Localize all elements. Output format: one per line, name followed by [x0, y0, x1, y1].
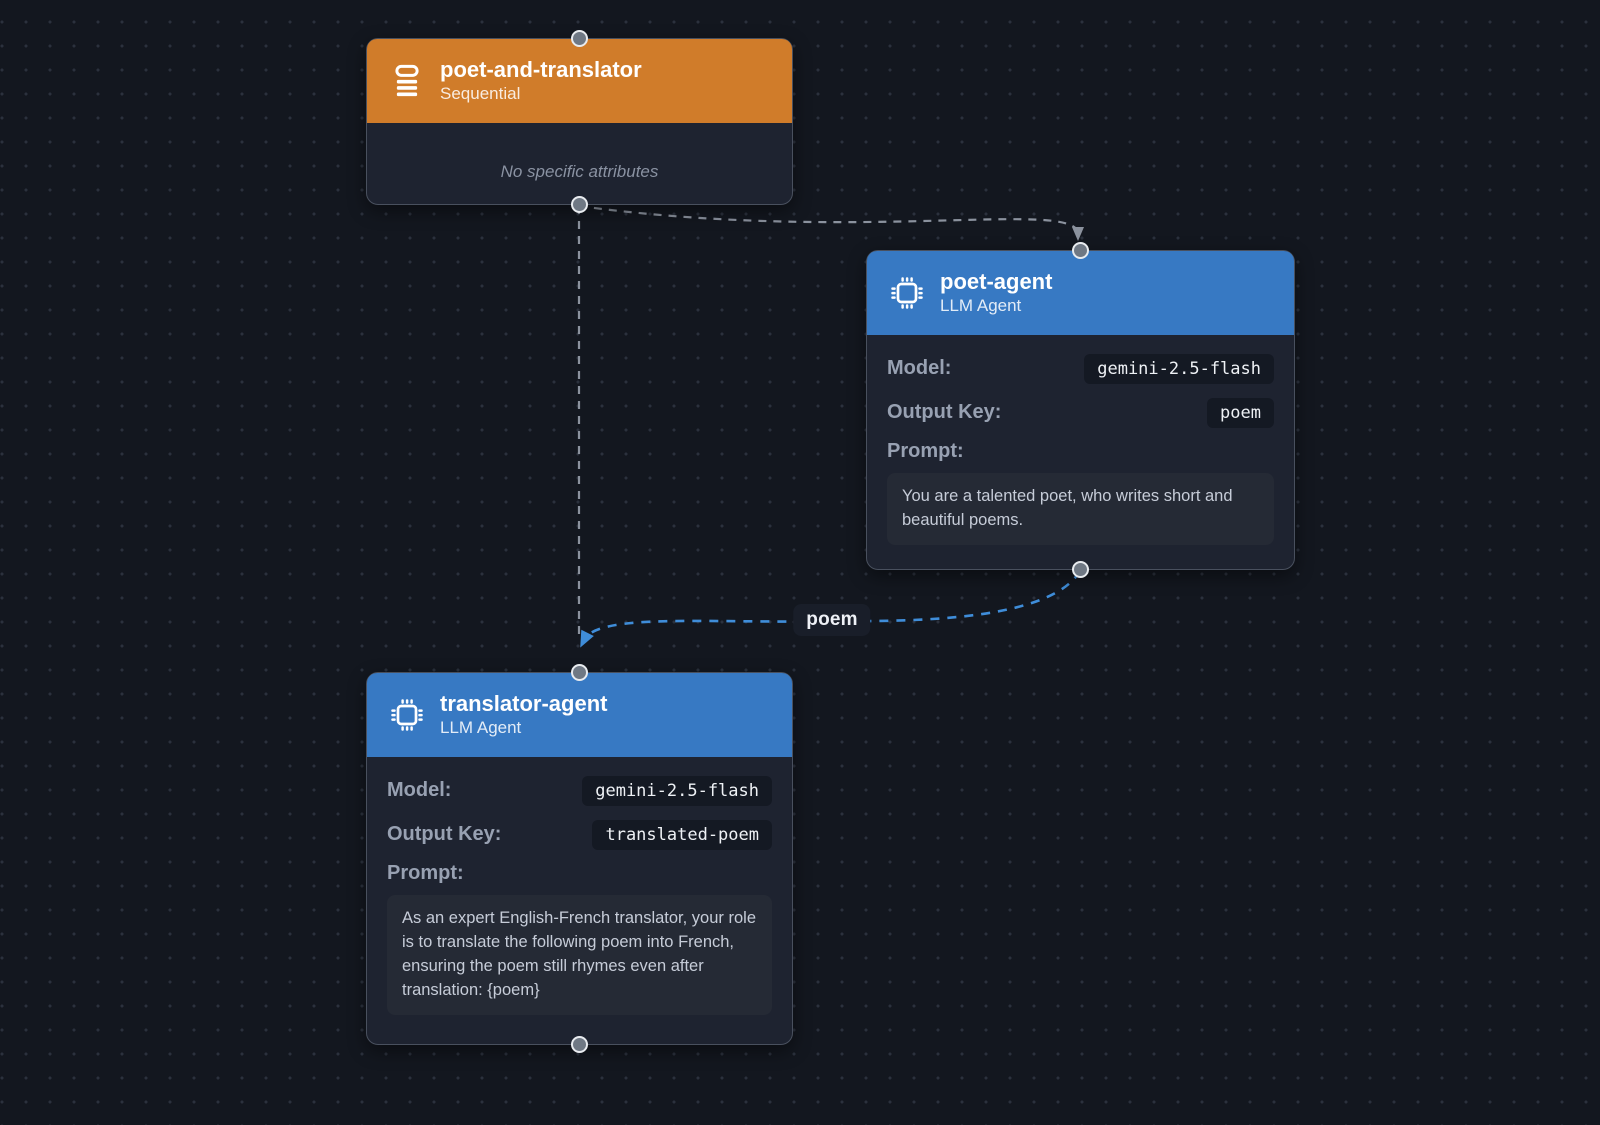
model-value: gemini-2.5-flash: [582, 775, 772, 806]
node-type: Sequential: [440, 84, 521, 104]
node-poet-and-translator[interactable]: poet-and-translator Sequential No specif…: [366, 30, 793, 213]
node-body: Model: gemini-2.5-flash Output Key: poem…: [867, 335, 1294, 563]
node-title: poet-agent: [940, 269, 1053, 295]
prompt-text: You are a talented poet, who writes shor…: [887, 473, 1274, 545]
node-title: translator-agent: [440, 691, 608, 717]
model-field: Model: gemini-2.5-flash: [887, 352, 1274, 385]
source-handle[interactable]: [1072, 561, 1089, 578]
output-key-field: Output Key: translated-poem: [387, 818, 772, 851]
target-handle[interactable]: [1072, 242, 1089, 259]
node-type: LLM Agent: [440, 718, 522, 738]
node-body: No specific attributes: [367, 123, 792, 222]
model-field: Model: gemini-2.5-flash: [387, 774, 772, 807]
edge-label-poem[interactable]: poem: [793, 604, 871, 636]
output-key-label: Output Key:: [887, 401, 1002, 423]
source-handle[interactable]: [571, 196, 588, 213]
chip-icon: [389, 697, 425, 733]
output-key-field: Output Key: poem: [887, 396, 1274, 429]
model-label: Model:: [887, 357, 952, 379]
node-poet-agent[interactable]: poet-agent LLM Agent Model: gemini-2.5-f…: [866, 242, 1295, 578]
sequential-list-icon: [389, 63, 425, 99]
chip-icon: [889, 275, 925, 311]
node-header: translator-agent LLM Agent: [367, 673, 792, 757]
node-type: LLM Agent: [940, 296, 1022, 316]
no-attributes-note: No specific attributes: [500, 162, 659, 181]
edge-seq-to-poet[interactable]: [578, 204, 1084, 241]
source-handle[interactable]: [571, 1036, 588, 1053]
node-title: poet-and-translator: [440, 57, 642, 83]
prompt-label: Prompt:: [887, 440, 964, 462]
node-header: poet-and-translator Sequential: [367, 39, 792, 123]
node-header: poet-agent LLM Agent: [867, 251, 1294, 335]
target-handle[interactable]: [571, 30, 588, 47]
prompt-label: Prompt:: [387, 862, 464, 884]
node-translator-agent[interactable]: translator-agent LLM Agent Model: gemini…: [366, 664, 793, 1053]
node-body: Model: gemini-2.5-flash Output Key: tran…: [367, 757, 792, 1033]
output-key-value: poem: [1207, 397, 1274, 428]
target-handle[interactable]: [571, 664, 588, 681]
output-key-value: translated-poem: [592, 819, 772, 850]
model-value: gemini-2.5-flash: [1084, 353, 1274, 384]
prompt-text: As an expert English-French translator, …: [387, 895, 772, 1015]
model-label: Model:: [387, 779, 452, 801]
output-key-label: Output Key:: [387, 823, 502, 845]
